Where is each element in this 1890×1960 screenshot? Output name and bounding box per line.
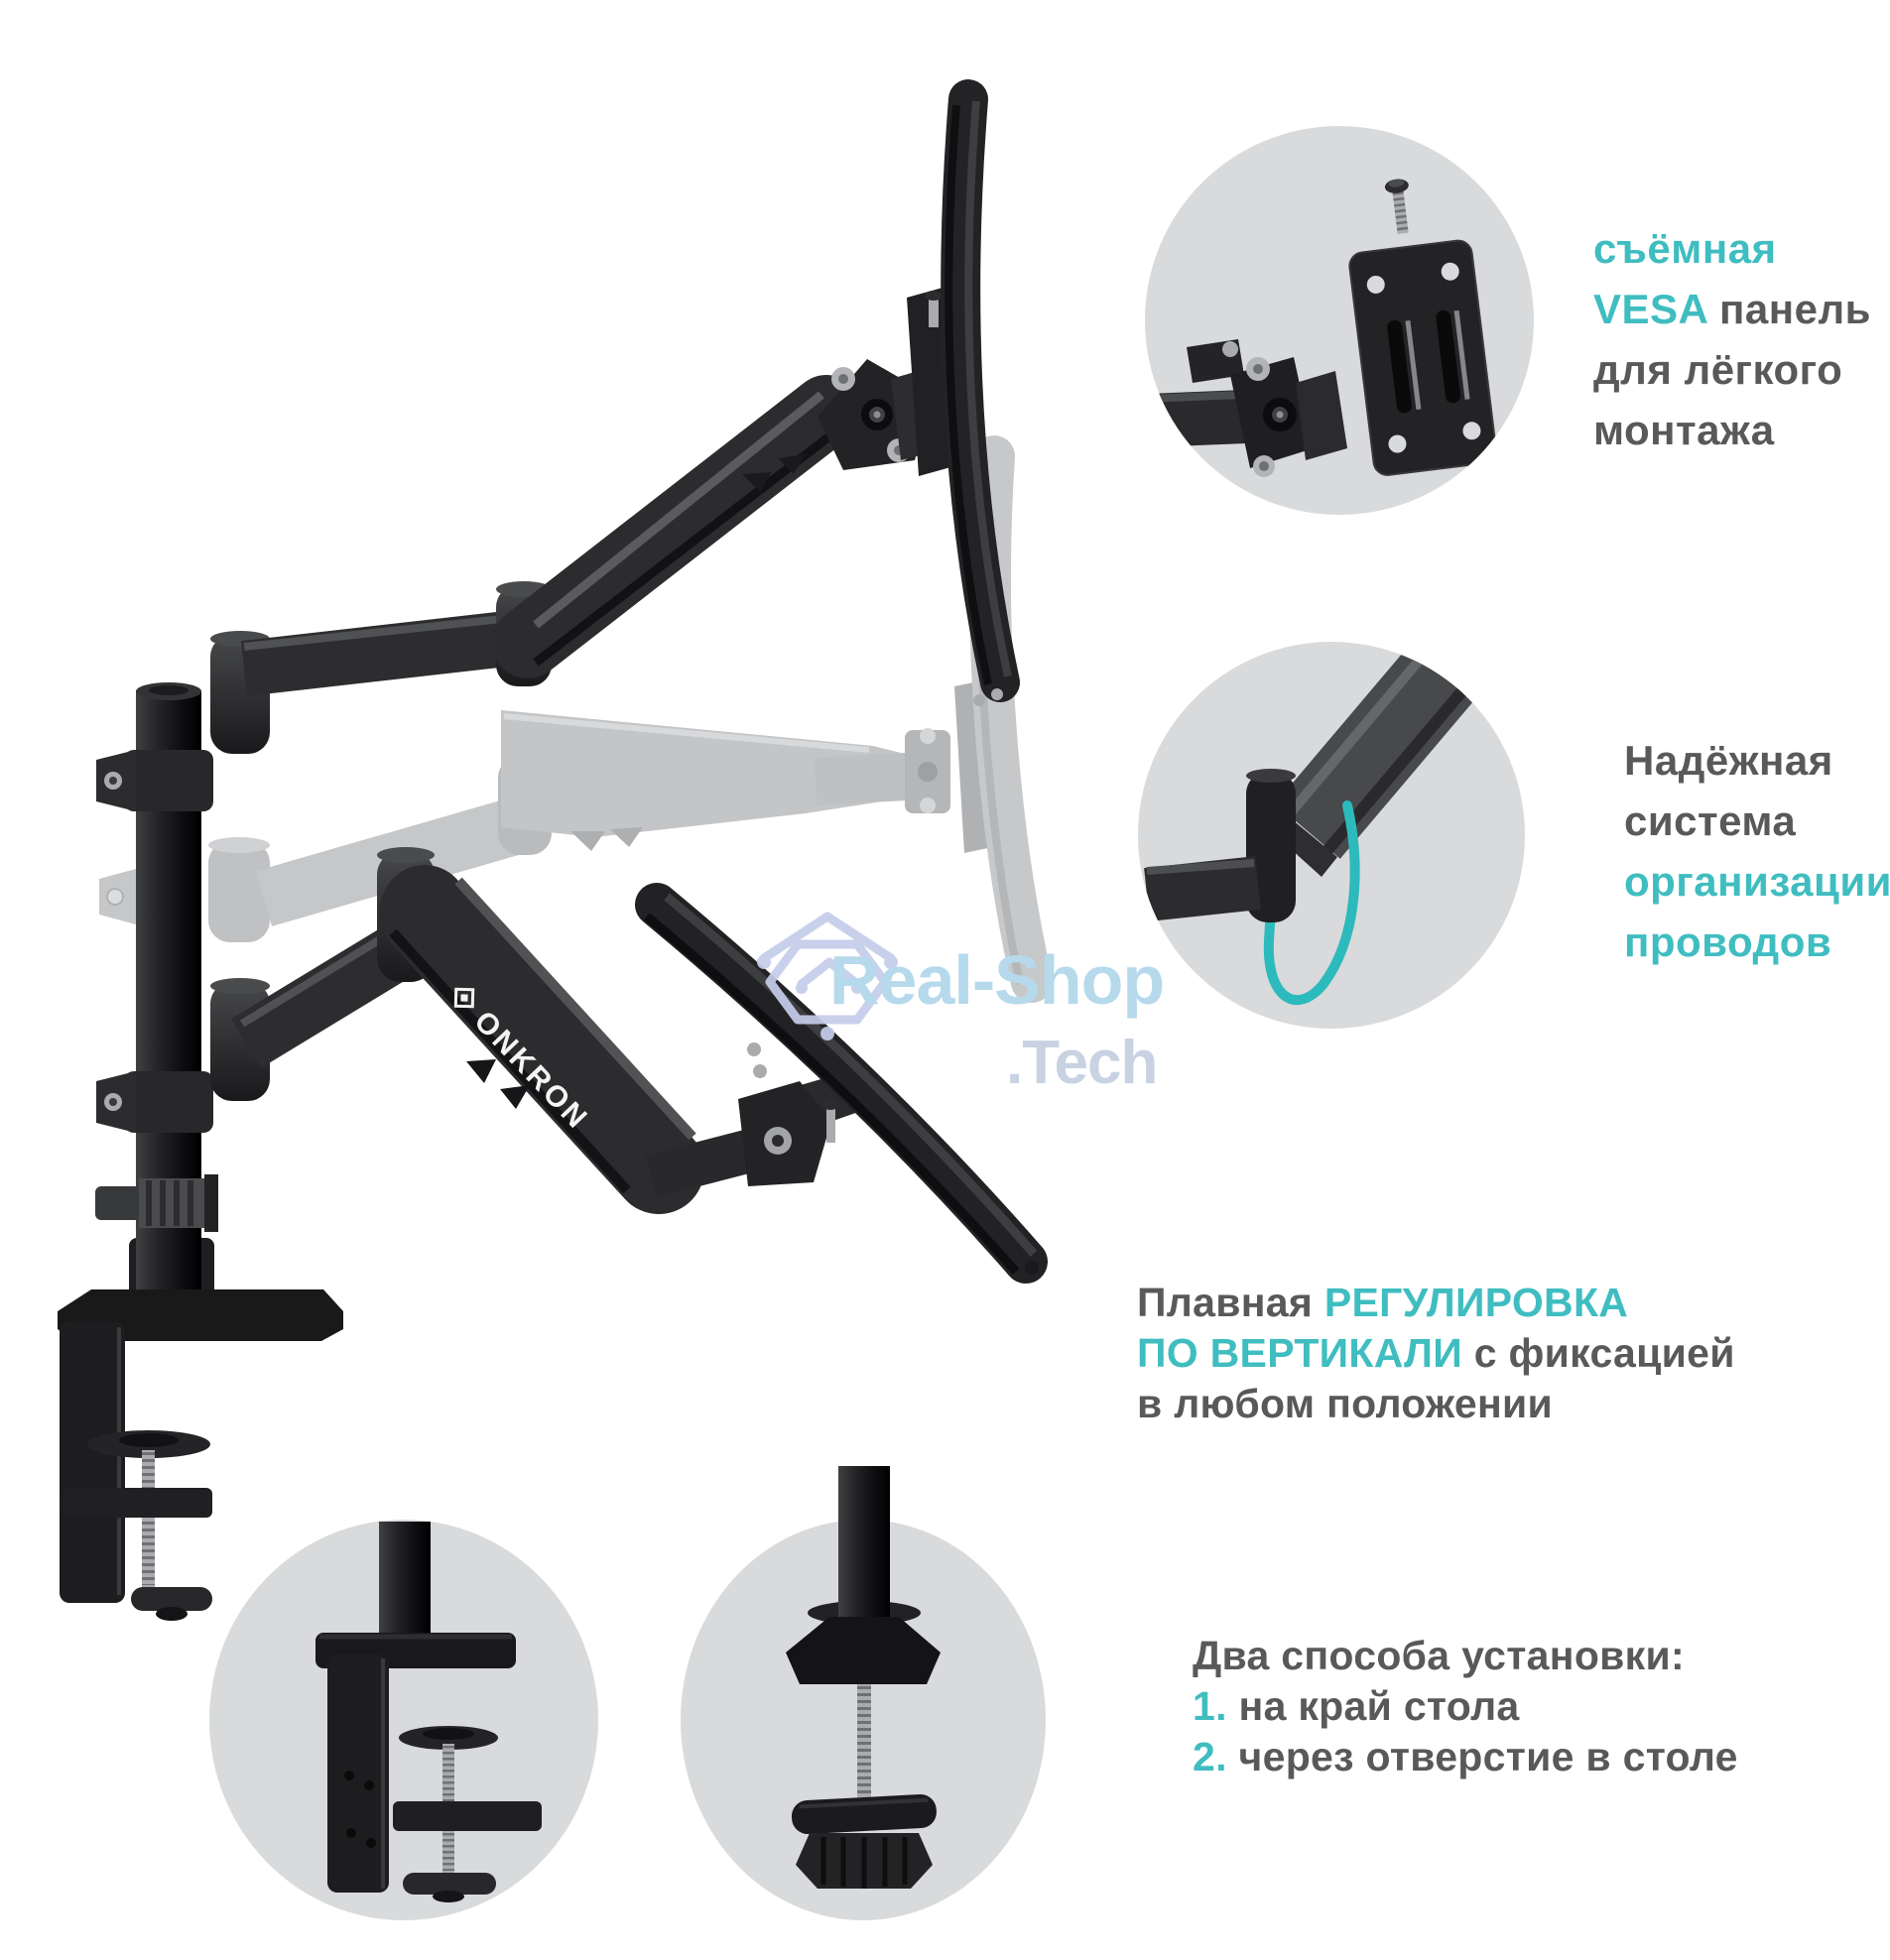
vesa-line3: для лёгкого bbox=[1593, 346, 1843, 393]
cable-line2: система bbox=[1624, 797, 1797, 844]
vert-line3: в любом положении bbox=[1137, 1381, 1554, 1426]
pole-and-clamp bbox=[58, 682, 343, 1621]
vesa-line1: съёмная bbox=[1593, 225, 1777, 272]
mount-title: Два способа установки: bbox=[1193, 1633, 1685, 1678]
callout-vesa-panel: съёмная VESA панель для лёгкого монтажа bbox=[1593, 218, 1871, 460]
cable-line4: проводов bbox=[1624, 919, 1832, 965]
onkron-cube-icon bbox=[453, 987, 475, 1009]
callout-vertical-adjustment: Плавная РЕГУЛИРОВКА ПО ВЕРТИКАЛИ с фикса… bbox=[1137, 1278, 1735, 1429]
vesa-line2: VESA панель bbox=[1593, 286, 1871, 332]
upper-arm-assembly bbox=[210, 79, 1020, 754]
callout-cable-management: Надёжная система организации проводов bbox=[1624, 730, 1890, 972]
cable-detail-photo bbox=[1144, 642, 1493, 1006]
callout-mounting-options: Два способа установки: 1. на край стола … bbox=[1193, 1631, 1738, 1782]
vesa-detail-photo bbox=[1145, 179, 1497, 477]
cable-line1: Надёжная bbox=[1624, 737, 1833, 784]
clamp-mount-photo bbox=[315, 1522, 542, 1902]
watermark-brand: Real-Shop bbox=[829, 941, 1165, 1019]
mount-item1: 1. на край стола bbox=[1193, 1683, 1520, 1729]
vert-line2: ПО ВЕРТИКАЛИ с фиксацией bbox=[1137, 1330, 1735, 1376]
grommet-mount-photo bbox=[786, 1466, 941, 1889]
lower-arm-assembly: ONKRON bbox=[210, 847, 1048, 1284]
cable-line3: организации bbox=[1624, 858, 1890, 905]
mount-item2: 2. через отверстие в столе bbox=[1193, 1734, 1738, 1779]
watermark-circuit-house-icon bbox=[750, 907, 919, 1050]
watermark-suffix: .Tech bbox=[1006, 1029, 1158, 1097]
vesa-line4: монтажа bbox=[1593, 407, 1775, 453]
vert-line1: Плавная РЕГУЛИРОВКА bbox=[1137, 1280, 1629, 1325]
